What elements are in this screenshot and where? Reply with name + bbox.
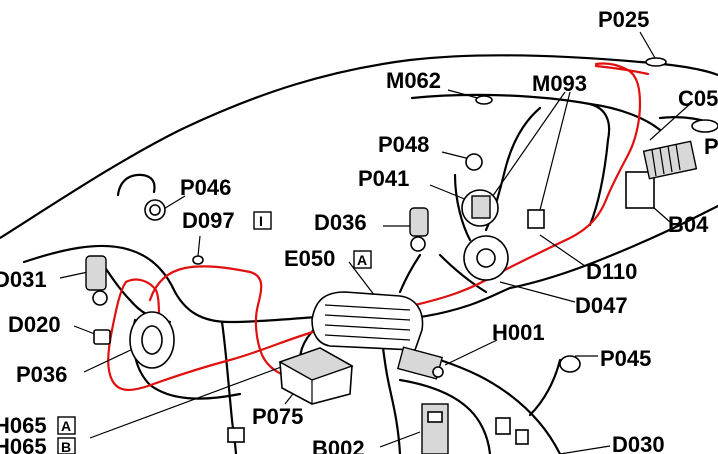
label-d036: D036 [314, 210, 367, 235]
p046-part [144, 199, 166, 221]
tag-d097-text: I [259, 213, 263, 229]
d097-part [192, 255, 204, 265]
label-d110: D110 [586, 259, 637, 284]
label-p046: P046 [180, 175, 231, 200]
components [85, 57, 718, 454]
tag-h065b-text: B [61, 439, 71, 454]
label-p048: P048 [378, 132, 429, 157]
label-d097: D097 [182, 208, 235, 233]
tag-e050-text: A [357, 252, 367, 268]
p075-part [278, 347, 354, 405]
label-p041: P041 [358, 166, 409, 191]
h001-part [396, 346, 444, 380]
d047-part [463, 235, 509, 281]
label-h065b: H065 [0, 434, 47, 454]
label-h065a: H065 [0, 413, 47, 438]
label-p025: P025 [598, 7, 649, 32]
label-p045: P045 [600, 346, 651, 371]
labels: P025 M062 M093 C05 P048 P P041 P046 D097… [0, 7, 718, 454]
label-p-right: P [704, 134, 718, 159]
label-e050: E050 [284, 246, 335, 271]
p025-part [645, 57, 667, 67]
d031-part [85, 255, 108, 306]
label-d047: D047 [575, 293, 628, 318]
m062-part [475, 95, 493, 105]
label-p036: P036 [16, 362, 67, 387]
label-c05: C05 [678, 86, 718, 111]
label-h001: H001 [492, 320, 545, 345]
d036-part [409, 207, 429, 252]
label-d020: D020 [8, 312, 61, 337]
h065-part [227, 427, 245, 443]
p048-part [465, 153, 483, 171]
c05-part [691, 119, 718, 133]
tag-h065b: B [57, 437, 76, 454]
label-p075: P075 [252, 404, 303, 429]
p041-part [461, 189, 499, 227]
tag-h065a-text: A [61, 418, 71, 434]
label-b04: B04 [668, 212, 709, 237]
d020-part [93, 329, 111, 345]
black-harness [22, 106, 718, 454]
e050-part [311, 291, 424, 351]
b002-part [421, 403, 449, 454]
d110-part [527, 209, 545, 229]
p036-part [129, 311, 175, 369]
label-m093: M093 [532, 71, 587, 96]
tag-e050: A [353, 250, 372, 269]
d030-part [495, 417, 529, 445]
p045-part [559, 355, 581, 373]
label-m062: M062 [386, 68, 441, 93]
leader-lines [59, 31, 691, 454]
body-outline [0, 54, 718, 240]
label-d031: D031 [0, 267, 47, 292]
tag-h065a: A [57, 416, 76, 435]
tag-d097: I [253, 211, 272, 230]
p-right-part [642, 140, 698, 180]
label-b002: B002 [312, 436, 365, 454]
label-d030: D030 [612, 432, 665, 454]
